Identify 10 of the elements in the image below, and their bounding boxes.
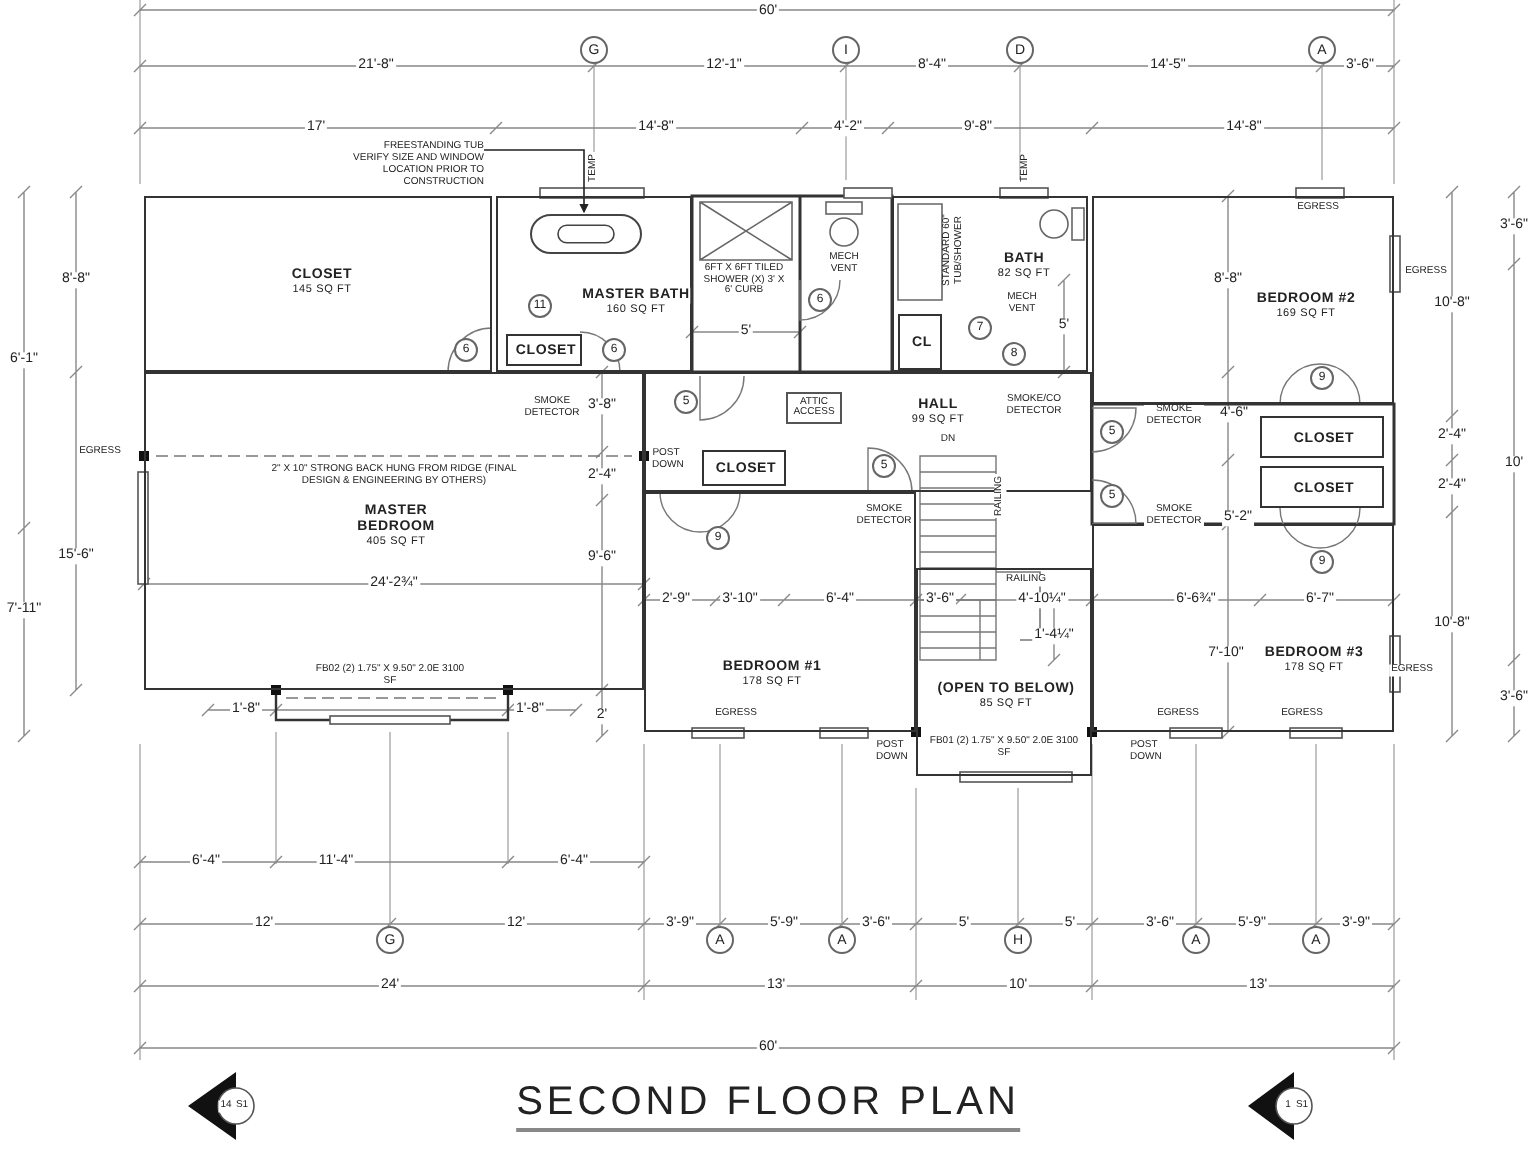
room: [702, 450, 786, 486]
room: [496, 196, 692, 372]
leader-line: [483, 149, 589, 214]
room: [1260, 466, 1384, 508]
room: [506, 334, 582, 366]
room: [144, 196, 492, 372]
room: [1260, 416, 1384, 458]
room: [898, 314, 942, 370]
bathtub-drawing: [530, 214, 642, 254]
plan-title: SECOND FLOOR PLAN: [516, 1080, 1020, 1132]
